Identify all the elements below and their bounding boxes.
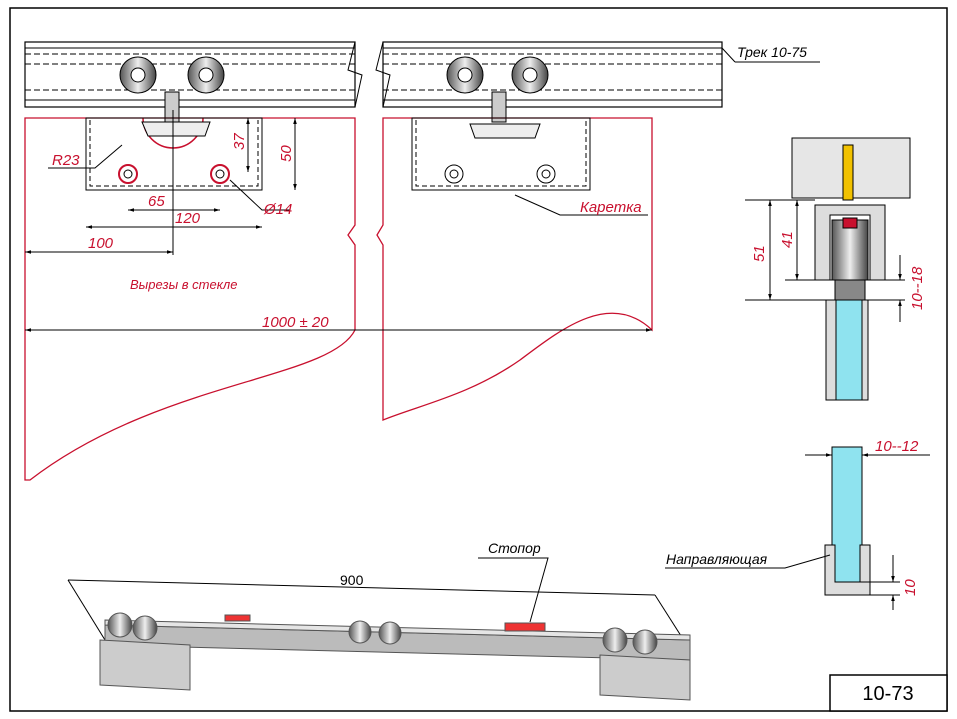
dim-65: 65	[148, 193, 165, 210]
sheet-number-box	[829, 674, 948, 712]
dim-41: 41	[779, 231, 796, 248]
carriage-plate-right	[411, 117, 591, 191]
dim-track-length: 900	[340, 572, 364, 588]
carriage-plate-left	[85, 110, 263, 255]
dim-glass-width: 1000 ± 20	[262, 314, 329, 331]
anchor-bolt	[842, 144, 854, 201]
dim-guide-height: 10	[902, 579, 919, 596]
dim-glass-thickness: 10--12	[875, 438, 919, 455]
glass-outline-right	[376, 117, 653, 421]
dim-glass-range: 10--18	[909, 266, 926, 310]
dim-50: 50	[278, 145, 295, 162]
dim-100: 100	[88, 235, 114, 252]
carriage-label: Каретка	[580, 199, 642, 216]
guide-label: Направляющая	[666, 551, 768, 567]
dimension-lines	[25, 118, 652, 332]
dim-120: 120	[175, 210, 201, 227]
track-right	[382, 41, 723, 108]
sheet-number: 10-73	[862, 683, 913, 705]
dim-37: 37	[231, 133, 248, 150]
section-dimensions	[665, 199, 930, 610]
dim-radius: R23	[52, 152, 80, 169]
track-left	[24, 41, 356, 108]
glass-section-lower	[831, 446, 863, 583]
glass-section-upper	[835, 299, 863, 401]
glass-cutouts-label: Вырезы в стекле	[130, 277, 237, 292]
track-3d-view	[67, 579, 691, 701]
stopper-label: Стопор	[488, 540, 541, 556]
carriage-wheels	[119, 56, 549, 123]
glass-outline-left	[24, 117, 356, 481]
stopper-leader	[478, 557, 549, 623]
dim-hole-diameter: Ø14	[263, 201, 292, 218]
track-label: Трек 10-75	[737, 44, 807, 60]
floor-guide	[824, 544, 871, 596]
dim-51: 51	[751, 245, 768, 262]
track-profile-section	[814, 204, 886, 401]
sheet-border	[9, 7, 948, 712]
